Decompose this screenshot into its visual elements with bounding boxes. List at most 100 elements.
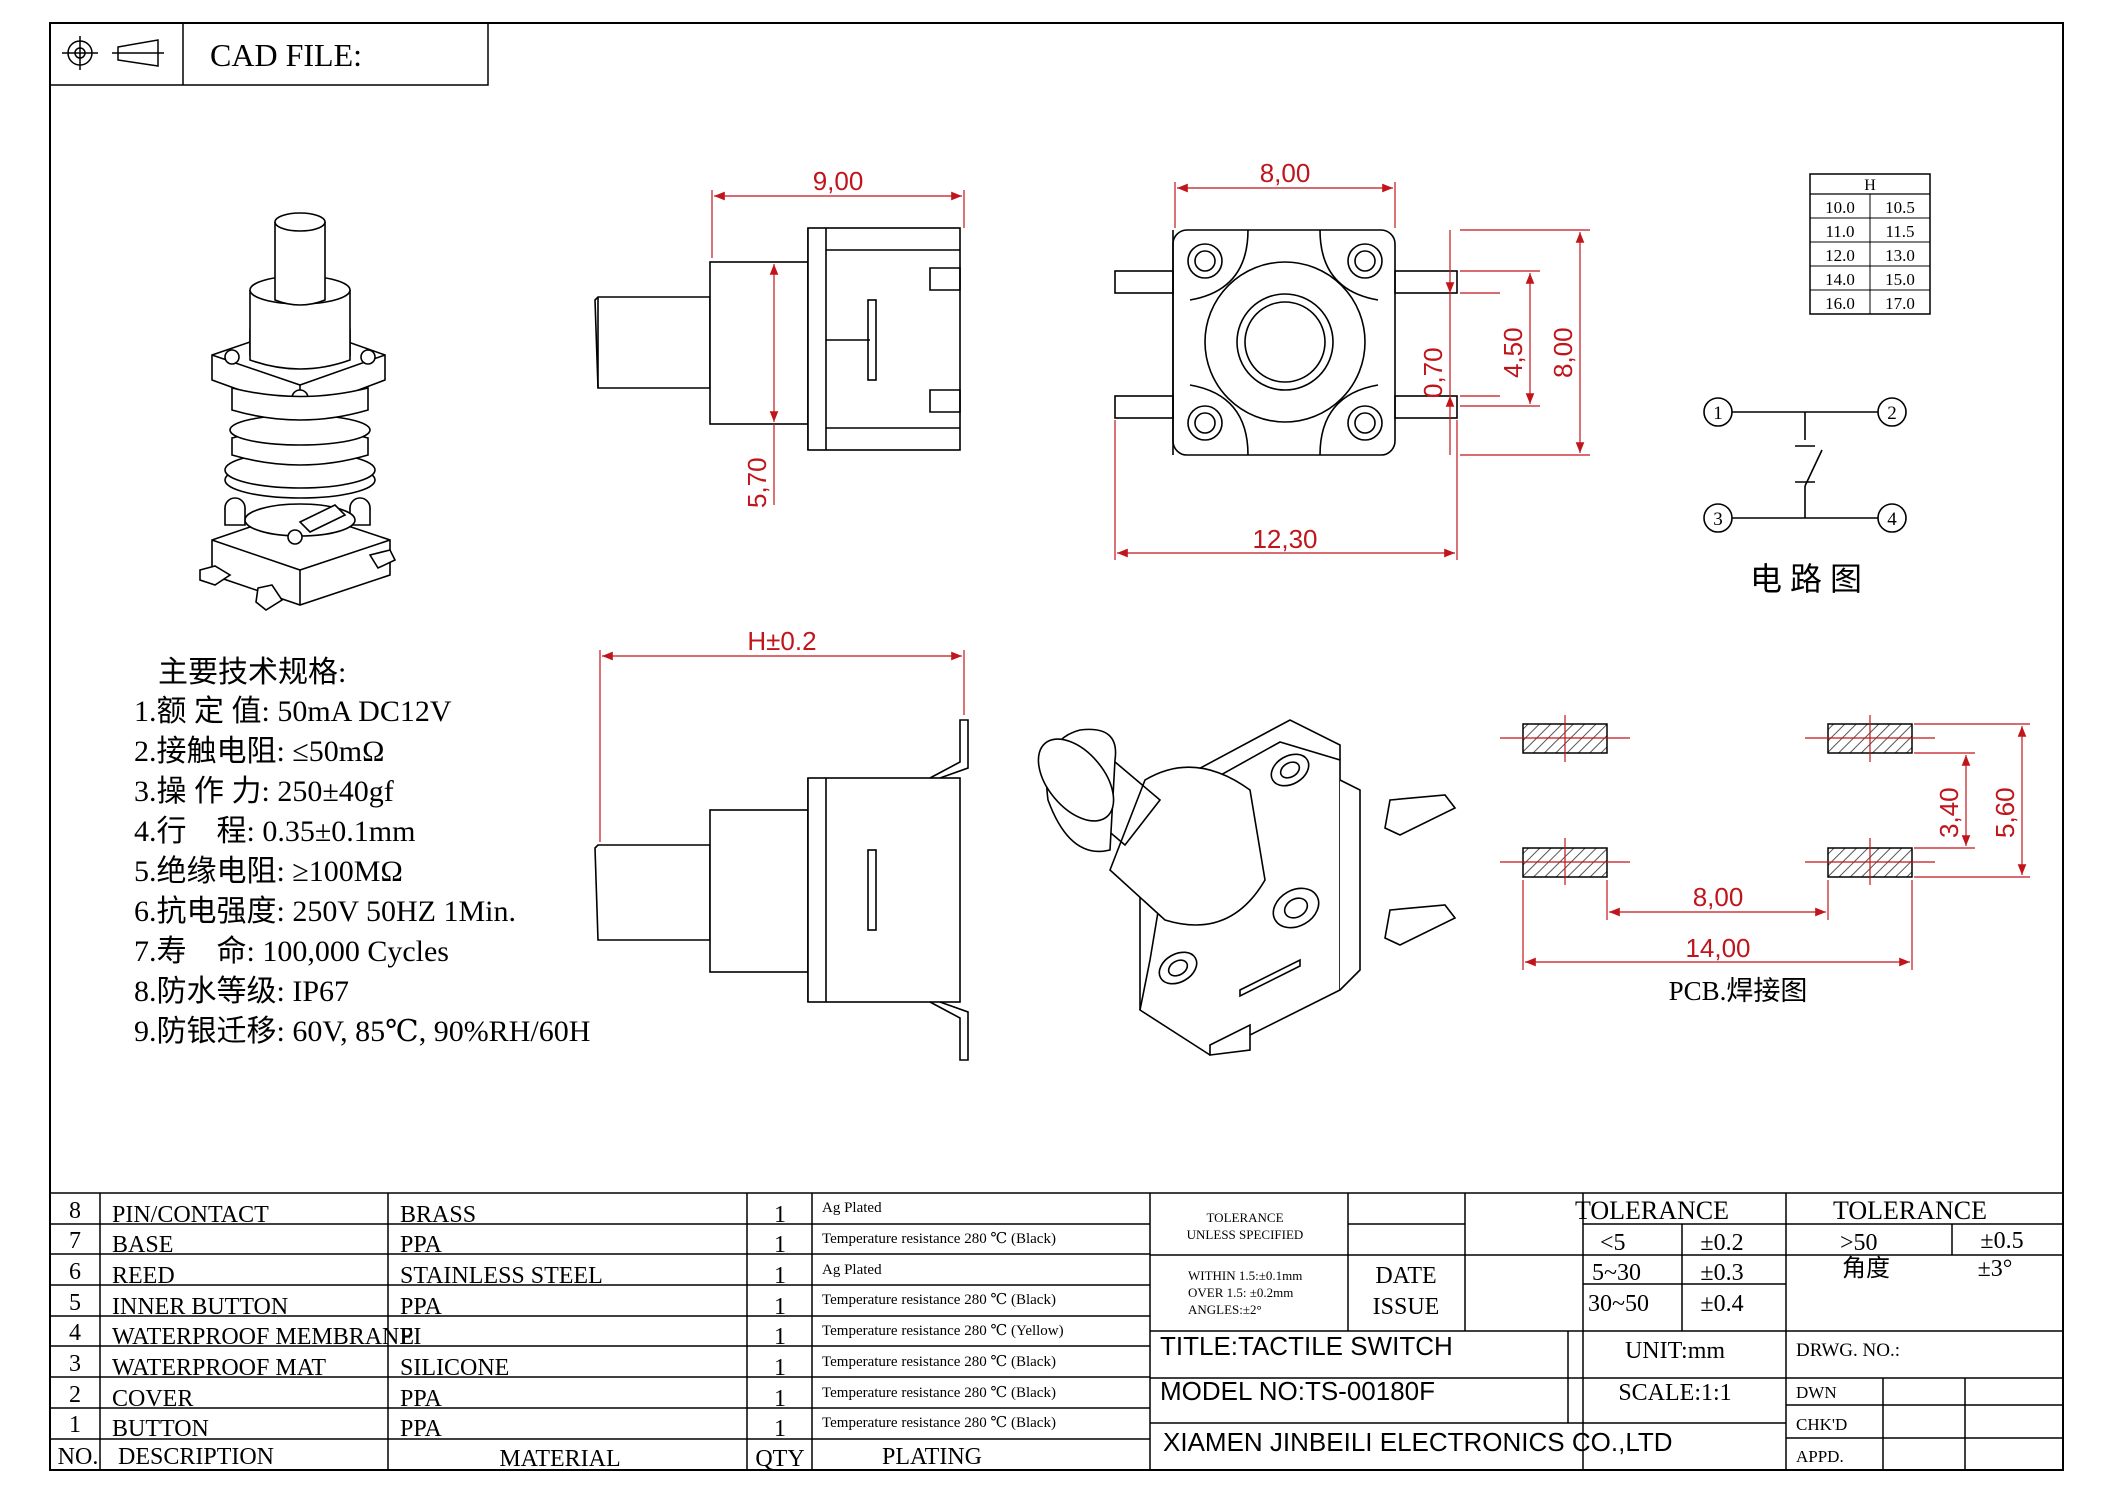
bom-plating: Temperature resistance 280 ℃ (Yellow) bbox=[822, 1323, 1064, 1339]
bom-plating: Temperature resistance 280 ℃ (Black) bbox=[822, 1385, 1056, 1401]
checked-by-label: CHK'D bbox=[1796, 1415, 1847, 1434]
dim-side-width: 9,00 bbox=[813, 166, 864, 196]
tolerance-angles: ANGLES:±2° bbox=[1188, 1302, 1262, 1317]
h-table-cell: 15.0 bbox=[1885, 270, 1915, 289]
tolerance-range: 5~30 bbox=[1592, 1260, 1641, 1286]
bom-header-no: NO. bbox=[58, 1444, 99, 1470]
bom-material: PPA bbox=[400, 1294, 442, 1320]
bom-qty: 1 bbox=[774, 1232, 786, 1258]
tolerance-over: OVER 1.5: ±0.2mm bbox=[1188, 1285, 1293, 1300]
h-table-cell: 11.0 bbox=[1825, 222, 1854, 241]
exploded-view bbox=[199, 212, 397, 611]
spec-item: 3.操 作 力: 250±40gf bbox=[134, 775, 394, 808]
circuit-diagram bbox=[1703, 397, 1907, 533]
side-view-2 bbox=[594, 719, 969, 1061]
side-view bbox=[594, 227, 961, 451]
tolerance-range: <5 bbox=[1600, 1230, 1626, 1256]
bom-material: PPA bbox=[400, 1232, 442, 1258]
spec-title: 主要技术规格: bbox=[158, 656, 346, 689]
spec-item: 1.额 定 值: 50mA DC12V bbox=[134, 695, 452, 728]
bom-description: COVER bbox=[112, 1386, 193, 1412]
tolerance-value: ±0.4 bbox=[1700, 1291, 1743, 1317]
h-table-cell: 10.5 bbox=[1885, 198, 1915, 217]
side-view-dimensions: 9,00 5,70 bbox=[711, 166, 965, 508]
h-table-cell: 13.0 bbox=[1885, 246, 1915, 265]
tolerance-over-50-value: ±0.5 bbox=[1980, 1228, 2023, 1254]
tolerance-note-1: TOLERANCE bbox=[1206, 1210, 1283, 1225]
bom-qty: 1 bbox=[774, 1416, 786, 1442]
title-block-text: TOLERANCE UNLESS SPECIFIED WITHIN 1.5:±0… bbox=[1160, 1196, 2024, 1466]
tolerance-over-50: >50 bbox=[1840, 1230, 1878, 1256]
bom-no: 7 bbox=[69, 1228, 81, 1254]
dim-top-body: 8,00 bbox=[1260, 158, 1311, 188]
dim-pcb-800: 8,00 bbox=[1693, 882, 1744, 912]
company-name: XIAMEN JINBEILI ELECTRONICS CO.,LTD bbox=[1163, 1427, 1673, 1457]
tolerance-note-2: UNLESS SPECIFIED bbox=[1187, 1227, 1304, 1242]
model-number: MODEL NO:TS-00180F bbox=[1160, 1376, 1435, 1406]
height-table: H 10.0 10.5 11.0 11.5 12.0 13.0 14.0 15.… bbox=[1809, 173, 1931, 315]
bom-material: SILICONE bbox=[400, 1355, 509, 1381]
top-view-dimensions bbox=[1114, 182, 1590, 560]
top-view bbox=[1114, 229, 1458, 456]
drawing-number-label: DRWG. NO.: bbox=[1796, 1340, 1900, 1361]
bom-plating: Ag Plated bbox=[822, 1200, 882, 1216]
approved-by-label: APPD. bbox=[1796, 1447, 1844, 1466]
bom-no: 4 bbox=[69, 1320, 81, 1346]
bom-rows: 8 PIN/CONTACT BRASS 1 Ag Plated 7 BASE P… bbox=[58, 1198, 1064, 1472]
h-table-cell: 12.0 bbox=[1825, 246, 1855, 265]
bom-qty: 1 bbox=[774, 1324, 786, 1350]
bom-material: STAINLESS STEEL bbox=[400, 1263, 603, 1289]
pcb-footprint bbox=[1500, 715, 2030, 970]
bom-description: BUTTON bbox=[112, 1416, 209, 1442]
isometric-view bbox=[1037, 719, 1457, 1056]
spec-item: 4.行 程: 0.35±0.1mm bbox=[134, 815, 415, 848]
bom-description: PIN/CONTACT bbox=[112, 1202, 269, 1228]
bom-material: BRASS bbox=[400, 1202, 476, 1228]
circuit-pin-label: 4 bbox=[1887, 509, 1897, 530]
bom-no: 6 bbox=[69, 1259, 81, 1285]
bom-no: 2 bbox=[69, 1382, 81, 1408]
bom-description: WATERPROOF MEMBRANE bbox=[112, 1324, 414, 1350]
circuit-caption: 电 路 图 bbox=[1750, 561, 1862, 597]
dim-top-height: 8,00 bbox=[1548, 327, 1578, 378]
tolerance-value: ±0.3 bbox=[1700, 1260, 1743, 1286]
h-table-cell: 11.5 bbox=[1885, 222, 1914, 241]
bom-material: PPA bbox=[400, 1416, 442, 1442]
h-table-cell: 17.0 bbox=[1885, 294, 1915, 313]
height-table-header: H bbox=[1864, 177, 1876, 194]
angle-value: ±3° bbox=[1978, 1256, 2013, 1282]
tolerance-value: ±0.2 bbox=[1700, 1230, 1743, 1256]
pcb-caption: PCB.焊接图 bbox=[1669, 976, 1808, 1006]
dim-pcb-1400: 14,00 bbox=[1685, 933, 1750, 963]
bom-header-plating: PLATING bbox=[882, 1444, 982, 1470]
h-table-cell: 10.0 bbox=[1825, 198, 1855, 217]
bom-qty: 1 bbox=[774, 1202, 786, 1228]
spec-item: 6.抗电强度: 250V 50HZ 1Min. bbox=[134, 895, 516, 928]
bom-plating: Ag Plated bbox=[822, 1262, 882, 1278]
tolerance-within: WITHIN 1.5:±0.1mm bbox=[1188, 1268, 1302, 1283]
cad-file-label: CAD FILE: bbox=[210, 37, 362, 73]
tolerance-header-1: TOLERANCE bbox=[1575, 1196, 1729, 1225]
cad-file-header: CAD FILE: bbox=[49, 22, 489, 86]
circuit-pin-label: 1 bbox=[1713, 403, 1723, 424]
dim-top-pitch: 4,50 bbox=[1498, 327, 1528, 378]
bom-header-description: DESCRIPTION bbox=[118, 1444, 274, 1470]
bom-material: PPA bbox=[400, 1386, 442, 1412]
bom-plating: Temperature resistance 280 ℃ (Black) bbox=[822, 1354, 1056, 1370]
drawn-by-label: DWN bbox=[1796, 1383, 1837, 1402]
date-label: DATE bbox=[1375, 1263, 1436, 1289]
bom-no: 5 bbox=[69, 1290, 81, 1316]
bom-no: 1 bbox=[69, 1412, 81, 1438]
bom-header-material: MATERIAL bbox=[499, 1446, 620, 1472]
bom-no: 8 bbox=[69, 1198, 81, 1224]
projection-symbol-icon bbox=[62, 36, 164, 70]
dim-top-total: 12,30 bbox=[1252, 524, 1317, 554]
spec-item: 7.寿 命: 100,000 Cycles bbox=[134, 935, 449, 968]
issue-label: ISSUE bbox=[1373, 1294, 1440, 1320]
bom-no: 3 bbox=[69, 1351, 81, 1377]
title-block bbox=[1150, 1193, 2063, 1470]
spec-item: 9.防银迁移: 60V, 85℃, 90%RH/60H bbox=[134, 1015, 590, 1048]
drawing-title: TITLE:TACTILE SWITCH bbox=[1160, 1331, 1453, 1361]
h-table-cell: 14.0 bbox=[1825, 270, 1855, 289]
sheet-border bbox=[49, 22, 2064, 1471]
